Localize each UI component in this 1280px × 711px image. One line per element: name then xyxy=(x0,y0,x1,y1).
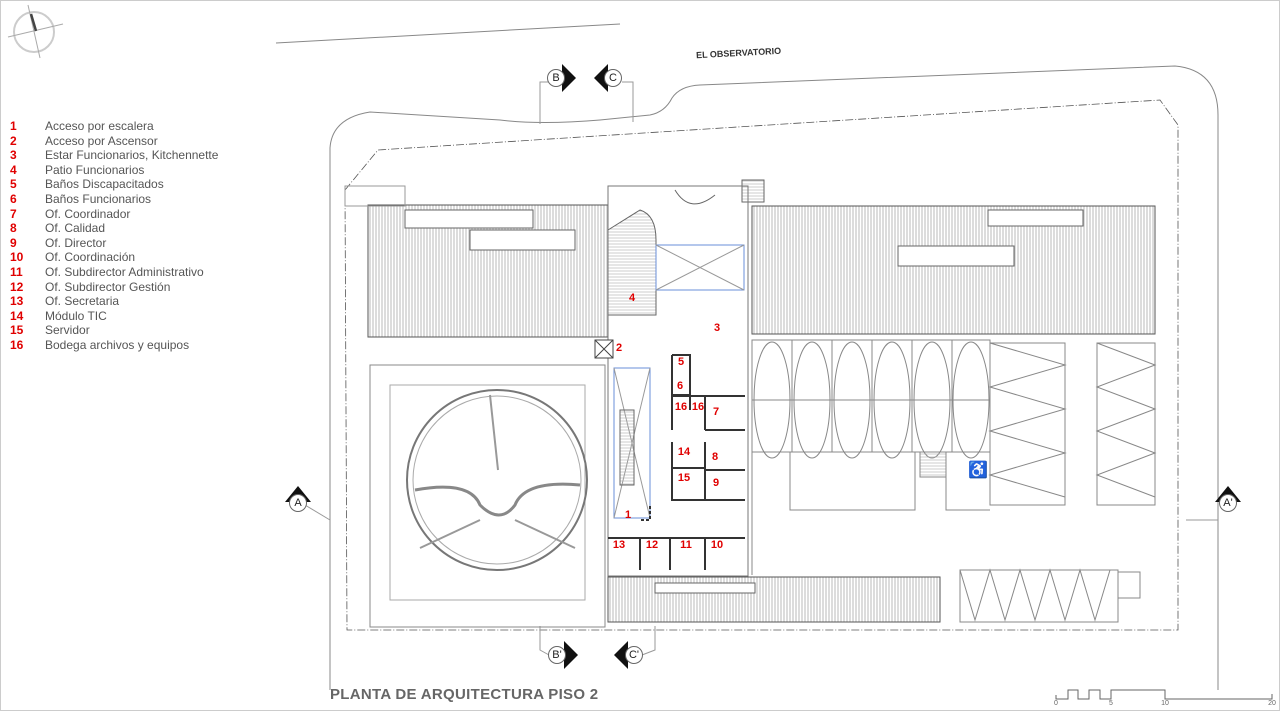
legend-item: 5 Baños Discapacitados xyxy=(10,177,218,192)
section-marker-c-prime: C' xyxy=(625,646,643,664)
legend-num: 16 xyxy=(10,337,24,352)
legend-num: 13 xyxy=(10,294,24,309)
legend-num: 10 xyxy=(10,250,24,265)
legend-num: 7 xyxy=(10,206,17,221)
legend-num: 5 xyxy=(10,177,17,192)
legend-label: Módulo TIC xyxy=(45,308,107,323)
room-label: 15 xyxy=(677,472,691,484)
office-walls xyxy=(608,354,745,570)
room-label: 1 xyxy=(624,509,632,521)
vault-grid xyxy=(752,340,990,459)
legend-item: 12 Of. Subdirector Gestión xyxy=(10,280,218,295)
section-marker-b-prime: B' xyxy=(548,646,566,664)
section-marker-b: B xyxy=(547,69,565,87)
property-line xyxy=(344,99,1179,631)
room-label: 13 xyxy=(612,539,626,551)
legend-num: 1 xyxy=(10,119,17,133)
scale-label: 0 xyxy=(1054,700,1058,707)
legend-label: Acceso por Ascensor xyxy=(45,133,158,148)
legend-item: 6 Baños Funcionarios xyxy=(10,192,218,207)
legend-num: 6 xyxy=(10,191,17,206)
legend-item: 3 Estar Funcionarios, Kitchennette xyxy=(10,148,218,163)
courtyard xyxy=(369,364,606,628)
legend-num: 9 xyxy=(10,235,17,250)
room-label: 14 xyxy=(677,446,691,458)
room-label: 5 xyxy=(677,356,685,368)
scale-bar xyxy=(1055,689,1273,700)
legend-item: 7 Of. Coordinador xyxy=(10,207,218,222)
room-label: 16 xyxy=(691,401,705,413)
legend-item: 16 Bodega archivos y equipos xyxy=(10,338,218,353)
legend-label: Of. Subdirector Administrativo xyxy=(45,264,204,279)
legend-item: 4 Patio Funcionarios xyxy=(10,163,218,178)
room-label: 2 xyxy=(615,342,623,354)
room-label: 3 xyxy=(713,322,721,334)
section-line-stems xyxy=(304,81,1218,656)
site-boundary xyxy=(329,65,1219,690)
legend-label: Of. Coordinación xyxy=(45,250,136,265)
legend-item: 1 Acceso por escalera xyxy=(10,119,218,134)
room-legend: 1 Acceso por escalera 2 Acceso por Ascenso… xyxy=(10,119,218,353)
road-line xyxy=(275,23,621,44)
room-label: 8 xyxy=(711,451,719,463)
legend-label: Baños Discapacitados xyxy=(45,177,164,192)
room-label: 6 xyxy=(676,380,684,392)
legend-num: 15 xyxy=(10,323,24,338)
zigzag-bays xyxy=(959,342,1157,623)
section-marker-c: C xyxy=(604,69,622,87)
legend-num: 12 xyxy=(10,279,24,294)
legend-item: 2 Acceso por Ascensor xyxy=(10,134,218,149)
legend-label: Estar Funcionarios, Kitchennette xyxy=(45,148,219,163)
section-marker-a-prime: A' xyxy=(1219,494,1237,512)
north-arrow-icon xyxy=(7,4,64,59)
room-label: 16 xyxy=(674,401,688,413)
legend-label: Baños Funcionarios xyxy=(45,191,152,206)
room-label: 7 xyxy=(712,406,720,418)
legend-num: 8 xyxy=(10,221,17,236)
section-marker-a: A xyxy=(289,494,307,512)
room-label: 10 xyxy=(710,539,724,551)
scale-label: 5 xyxy=(1109,700,1113,707)
legend-label: Of. Calidad xyxy=(45,221,106,236)
room-label: 12 xyxy=(645,539,659,551)
stairwell xyxy=(613,367,651,519)
plan-title: PLANTA DE ARQUITECTURA PISO 2 xyxy=(330,686,599,703)
legend-label: Of. Secretaria xyxy=(45,294,120,309)
legend-num: 11 xyxy=(10,264,23,279)
legend-item: 10 Of. Coordinación xyxy=(10,250,218,265)
legend-label: Of. Coordinador xyxy=(45,206,131,221)
legend-label: Servidor xyxy=(45,323,90,338)
central-block xyxy=(607,185,749,577)
wheelchair-icon: ♿ xyxy=(968,460,988,479)
legend-item: 8 Of. Calidad xyxy=(10,221,218,236)
legend-item: 9 Of. Director xyxy=(10,236,218,251)
legend-num: 3 xyxy=(10,148,17,163)
legend-item: 13 Of. Secretaria xyxy=(10,294,218,309)
legend-item: 15 Servidor xyxy=(10,323,218,338)
scale-label: 10 xyxy=(1161,700,1169,707)
room-label: 4 xyxy=(628,292,636,304)
legend-label: Of. Director xyxy=(45,235,107,250)
legend-item: 14 Módulo TIC xyxy=(10,309,218,324)
legend-label: Acceso por escalera xyxy=(45,119,154,133)
legend-num: 14 xyxy=(10,308,24,323)
legend-num: 4 xyxy=(10,162,17,177)
legend-num: 2 xyxy=(10,133,17,148)
room-label: 11 xyxy=(680,539,692,551)
roof-right xyxy=(751,205,1156,335)
room-label: 9 xyxy=(712,477,720,489)
scale-label: 20 xyxy=(1268,700,1276,707)
legend-item: 11 Of. Subdirector Administrativo xyxy=(10,265,218,280)
legend-label: Bodega archivos y equipos xyxy=(45,337,190,352)
legend-label: Patio Funcionarios xyxy=(45,162,145,177)
legend-label: Of. Subdirector Gestión xyxy=(45,279,171,294)
